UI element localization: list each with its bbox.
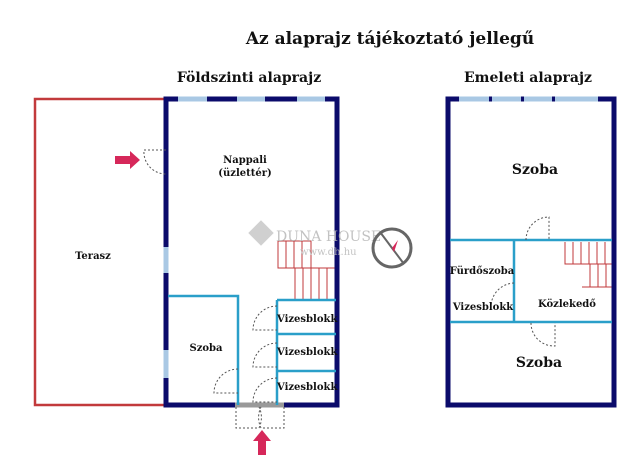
brand-logo-icon	[248, 220, 274, 246]
entrance-arrow-icon	[253, 430, 271, 455]
upper-door-swings	[490, 216, 556, 347]
room-label-wc-1: Vizesblokk	[276, 314, 338, 325]
upper-inner-walls	[450, 238, 612, 324]
room-label-bathroom: Fürdőszoba	[450, 266, 515, 277]
ground-windows	[163, 96, 325, 378]
ground-floor-heading: Földszinti alaprajz	[177, 70, 321, 86]
room-label-terrace: Terasz	[75, 251, 111, 262]
room-label-wc-3: Vizesblokk	[276, 382, 338, 393]
watermark: DUNA HOUSE www.dh.hu	[248, 220, 381, 258]
ground-floor-plan: Terasz Nappali (üzlettér) Szoba Vizesblo…	[33, 96, 340, 455]
watermark-url: www.dh.hu	[300, 247, 357, 258]
ground-stairs	[277, 240, 336, 300]
entry-arrow-icon	[115, 151, 140, 169]
plan-title: Az alaprajz tájékoztató jellegű	[245, 29, 534, 49]
compass-icon	[371, 227, 413, 269]
room-label-wc-2: Vizesblokk	[276, 347, 338, 358]
upper-stairs	[564, 242, 613, 288]
upper-floor-heading: Emeleti alaprajz	[464, 70, 592, 86]
room-label-living: Nappali	[223, 155, 267, 166]
room-label-corridor: Közlekedő	[538, 299, 596, 310]
watermark-brand: DUNA HOUSE	[276, 229, 381, 245]
door-swings	[143, 149, 285, 429]
room-label-room: Szoba	[189, 343, 223, 354]
room-label-upper-wc: Vizesblokk	[452, 302, 514, 313]
room-label-living-sub: (üzlettér)	[218, 168, 271, 179]
upper-floor-plan: Szoba Fürdőszoba Vizesblokk Közlekedő Sz…	[445, 96, 617, 408]
room-label-upper-room-bottom: Szoba	[516, 355, 562, 371]
room-label-upper-room-top: Szoba	[512, 162, 558, 178]
